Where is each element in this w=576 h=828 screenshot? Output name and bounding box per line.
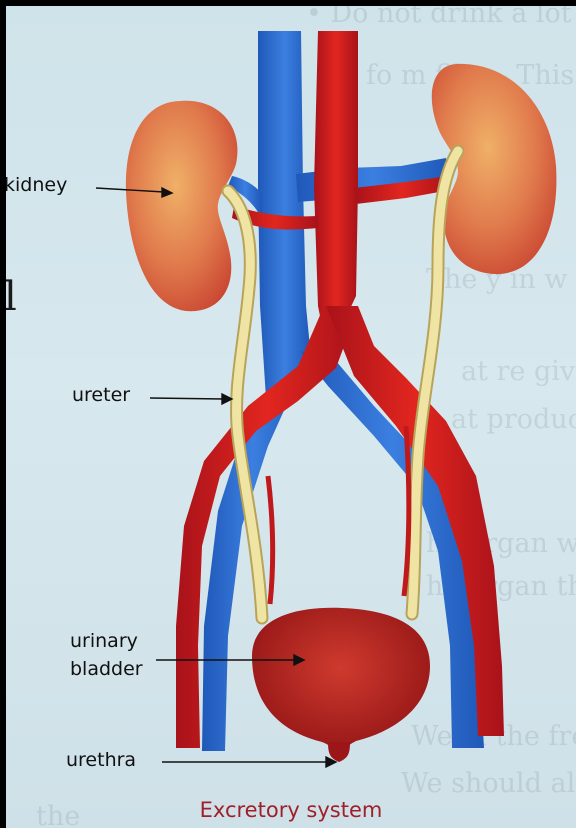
kidney-label: kidney xyxy=(6,174,67,196)
bladder-label: bladder xyxy=(70,658,143,680)
urinary-label: urinary xyxy=(70,630,138,652)
left-kidney xyxy=(126,101,238,311)
textbook-page: • Do not drink a lot of water w fo m fib… xyxy=(6,6,576,828)
urinary-bladder xyxy=(252,608,430,758)
urethra-label: urethra xyxy=(66,749,136,771)
left-small-vessel xyxy=(268,476,273,604)
excretory-system-diagram xyxy=(6,6,576,828)
ureter-label: ureter xyxy=(72,384,130,406)
diagram-caption: Excretory system xyxy=(6,798,576,822)
